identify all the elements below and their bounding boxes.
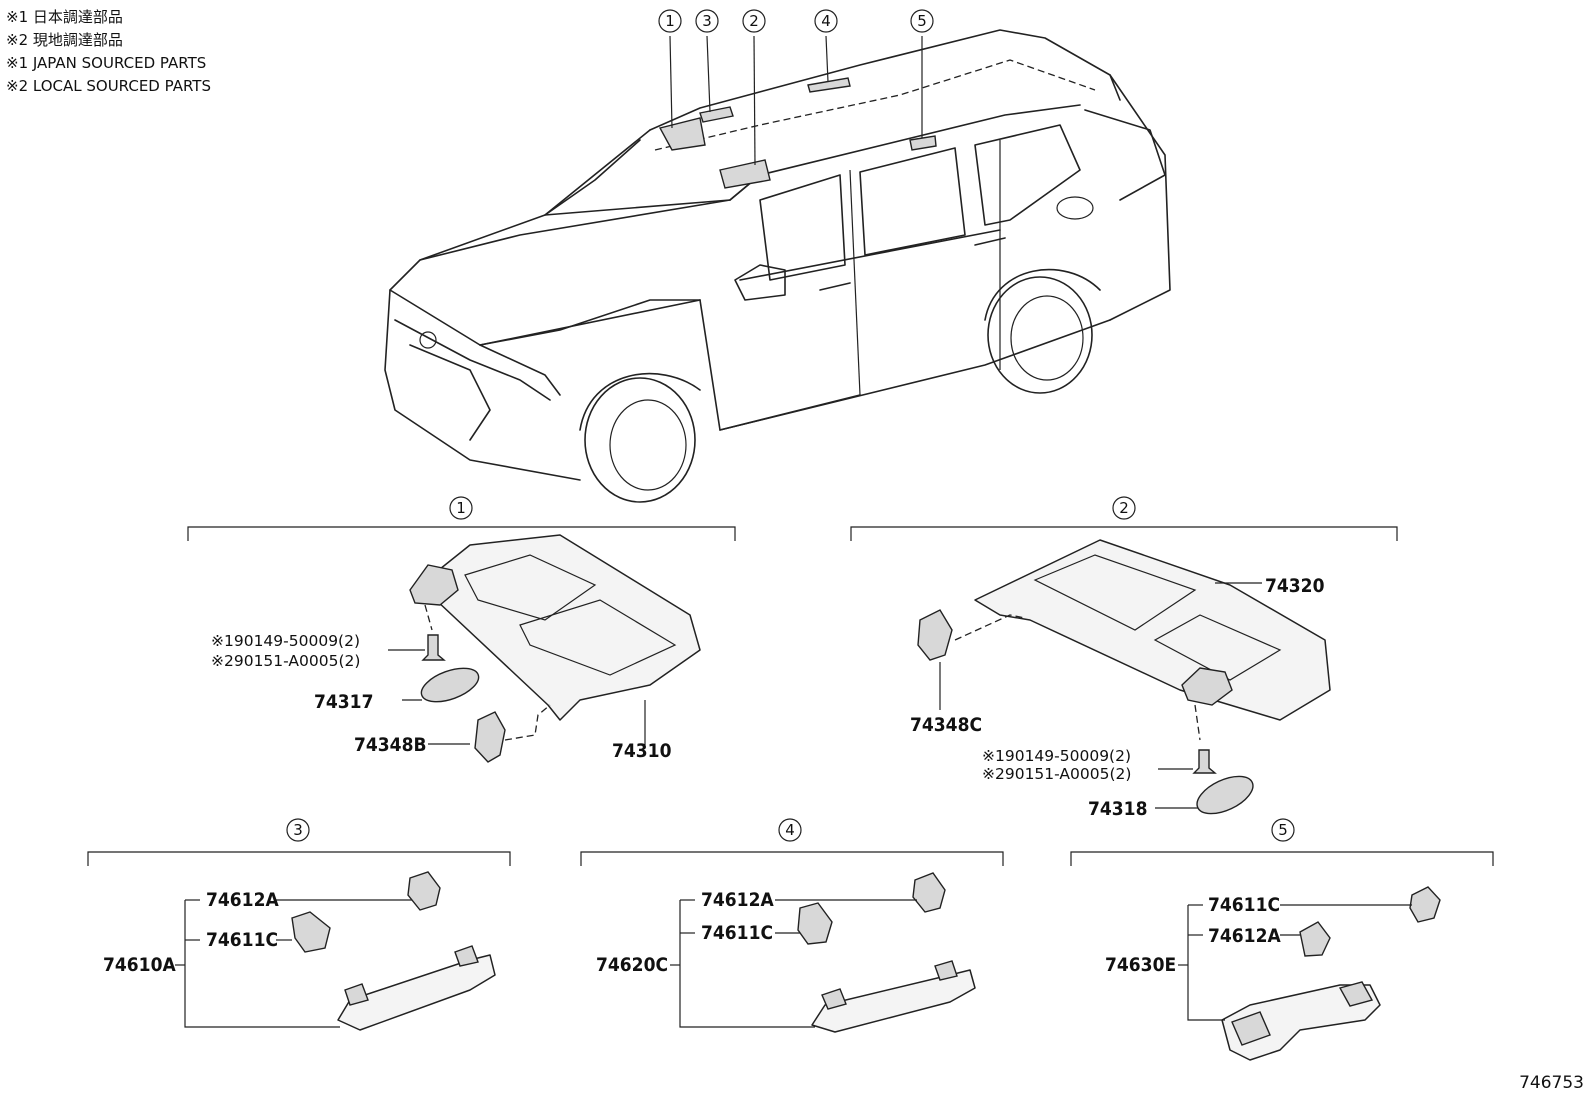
visor-74320	[974, 539, 1331, 721]
g3-label-74610A: 74610A	[103, 954, 176, 976]
group-3-number: 3	[293, 821, 303, 839]
group-2-number: 2	[1119, 499, 1129, 517]
clip-74612A	[407, 871, 441, 911]
grip-end-a	[344, 983, 369, 1006]
grip-marker-5	[909, 135, 937, 151]
legend-line-3: ※1 JAPAN SOURCED PARTS	[6, 54, 207, 72]
callout-2: 2	[749, 12, 759, 30]
callout-3: 3	[702, 12, 712, 30]
legend-line-2: ※2 現地調達部品	[6, 31, 123, 49]
g2-label-74318: 74318	[1088, 798, 1147, 820]
group-4-number: 4	[785, 821, 795, 839]
clip-74612A-b	[912, 872, 946, 913]
legend-line-1: ※1 日本調達部品	[6, 8, 123, 26]
g1-label-74348B: 74348B	[354, 734, 427, 756]
g3-label-74611C: 74611C	[206, 929, 278, 951]
callout-4: 4	[821, 12, 831, 30]
g5-label-74630E: 74630E	[1105, 954, 1176, 976]
grip-marker-4	[807, 77, 851, 93]
grip-marker-3	[699, 106, 734, 123]
clip-74611C-c	[1409, 886, 1441, 923]
diagram-code: 746753	[1519, 1073, 1584, 1093]
g2-label-74348C: 74348C	[910, 714, 982, 736]
grip-74630E	[1221, 984, 1381, 1061]
visor-marker-2	[719, 159, 771, 189]
visor-hinge-2	[1181, 667, 1233, 706]
grip-end-b	[454, 945, 479, 967]
group-1-sun-visor: 1 ※190149-50009(2) ※290151-A0005(2) 7431…	[187, 496, 736, 763]
callout-1: 1	[665, 12, 675, 30]
vehicle-callouts: 1 3 2 4 5	[658, 9, 934, 33]
group-5-assist-grip: 5 74611C 74612A 74630E	[1070, 818, 1494, 1061]
clip-74611C	[291, 911, 331, 953]
visor-hinge	[409, 564, 459, 606]
g4-label-74620C: 74620C	[596, 954, 668, 976]
holder-74348C	[917, 609, 953, 661]
g4-label-74612A: 74612A	[701, 889, 774, 911]
grip-end-c	[821, 988, 847, 1010]
g1-label-74310: 74310	[612, 740, 672, 762]
g3-label-74612A: 74612A	[206, 889, 279, 911]
cover-74317	[420, 667, 480, 703]
legend: ※1 日本調達部品 ※2 現地調達部品 ※1 JAPAN SOURCED PAR…	[6, 6, 211, 98]
visor-74310	[419, 534, 701, 721]
clip-74611C-b	[797, 902, 833, 945]
vehicle-illustration	[384, 29, 1171, 503]
visor-marker-1	[658, 117, 706, 151]
group-3-assist-grip: 3 74612A 74611C 74610A	[87, 818, 511, 1031]
group-4-assist-grip: 4 74612A 74611C 74620C	[580, 818, 1004, 1033]
g2-label-screw-2: ※290151-A0005(2)	[982, 765, 1131, 783]
g5-label-74611C: 74611C	[1208, 894, 1280, 916]
grip-end-d	[934, 960, 958, 981]
g5-label-74612A: 74612A	[1208, 925, 1281, 947]
clip-74612A-c	[1299, 921, 1331, 957]
grip-end-f	[1338, 981, 1374, 1007]
g2-label-screw-1: ※190149-50009(2)	[982, 747, 1131, 765]
g4-label-74611C: 74611C	[701, 922, 773, 944]
g1-label-screw-2: ※290151-A0005(2)	[211, 652, 360, 670]
group-5-number: 5	[1278, 821, 1288, 839]
screw-2	[1192, 749, 1217, 774]
grip-end-e	[1231, 1011, 1271, 1046]
g1-label-74317: 74317	[314, 691, 373, 713]
callout-5: 5	[917, 12, 927, 30]
screw-1	[421, 634, 446, 661]
cover-74318	[1196, 775, 1254, 815]
grip-74620C	[811, 969, 976, 1033]
group-2-sun-visor: 2 74320 74348C ※190149-50009(2) ※290151-…	[850, 496, 1398, 820]
legend-line-4: ※2 LOCAL SOURCED PARTS	[6, 77, 211, 95]
group-1-number: 1	[456, 499, 466, 517]
grip-74610A	[337, 954, 496, 1031]
g1-label-screw-1: ※190149-50009(2)	[211, 632, 360, 650]
g2-label-74320: 74320	[1265, 575, 1325, 597]
holder-74348B	[474, 711, 506, 763]
